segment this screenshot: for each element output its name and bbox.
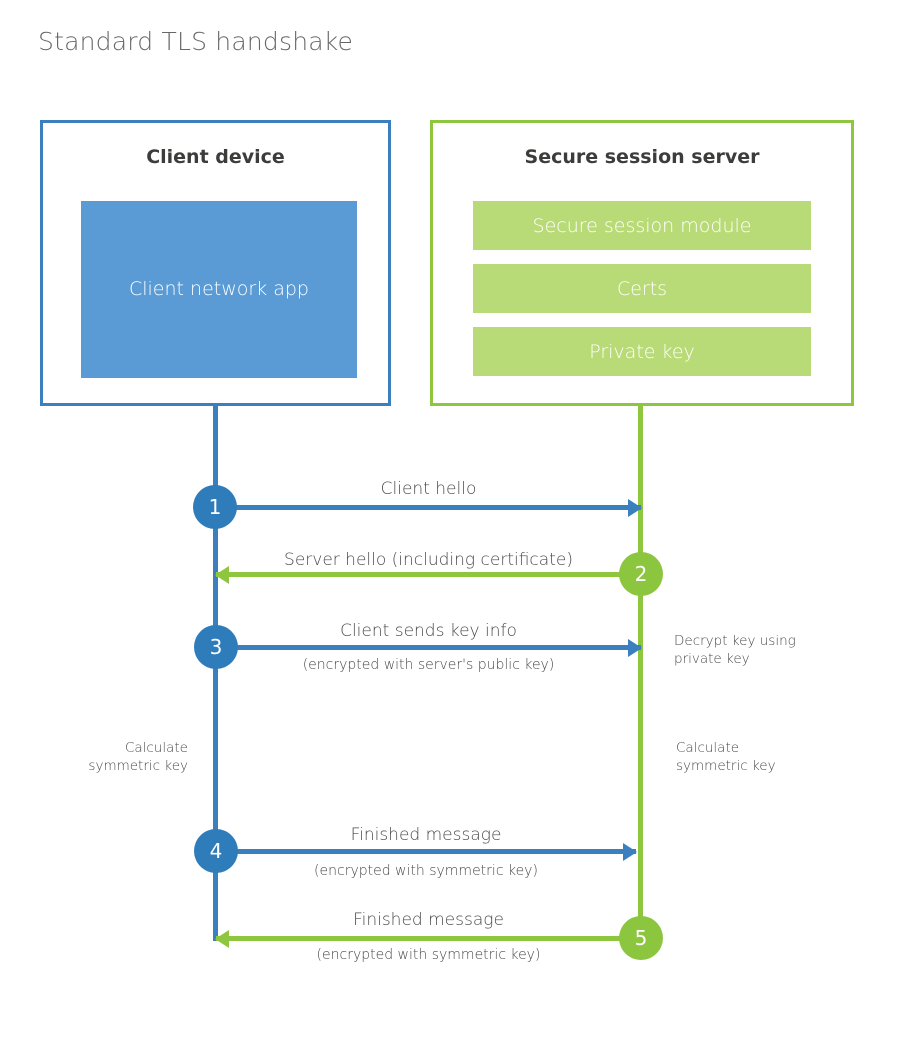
step-2-arrow (215, 565, 641, 584)
step-2-label: Server hello (including certificate) (284, 550, 573, 570)
step-circle-2: 2 (619, 552, 663, 596)
server-block-certs: Certs (473, 264, 811, 313)
note-decrypt-key-line1: Decrypt key using (674, 633, 796, 649)
note-calculate-symmetric-key-server: Calculate symmetric key (676, 739, 856, 775)
step-1-label: Client hello (380, 479, 477, 499)
server-block-secure-session-module: Secure session module (473, 201, 811, 250)
step-4-arrow (216, 842, 637, 861)
client-device-title: Client device (146, 146, 285, 168)
arrow-head-left-icon (215, 929, 229, 948)
step-3-arrow (216, 638, 642, 657)
step-circle-3: 3 (194, 625, 238, 669)
arrow-head-right-icon (628, 638, 642, 657)
step-5-arrow (215, 929, 641, 948)
note-calc-server-line2: symmetric key (676, 758, 776, 775)
step-1-arrow (216, 498, 642, 517)
secure-session-server-box: Secure session server Secure session mod… (430, 120, 854, 406)
note-decrypt-key: Decrypt key using private key (674, 632, 854, 668)
secure-session-server-title: Secure session server (524, 146, 760, 168)
page-title: Standard TLS handshake (38, 27, 354, 56)
note-calc-server-line1: Calculate (676, 740, 740, 756)
note-calc-client-line1: Calculate (124, 740, 188, 756)
note-calc-client-line2: symmetric key (88, 758, 188, 775)
arrow-head-right-icon (628, 498, 642, 517)
arrow-head-right-icon (623, 842, 637, 861)
client-device-box: Client device Client network app (40, 120, 391, 406)
step-3-label: Client sends key info (340, 621, 517, 641)
step-circle-5: 5 (619, 916, 663, 960)
step-4-label: Finished message (350, 825, 502, 845)
client-network-app-block: Client network app (81, 201, 357, 378)
step-5-label: Finished message (353, 910, 504, 930)
step-circle-4: 4 (194, 829, 238, 873)
server-lifeline (638, 403, 643, 941)
step-5-sublabel: (encrypted with symmetric key) (316, 947, 541, 963)
client-lifeline (213, 403, 218, 941)
step-3-sublabel: (encrypted with server's public key) (302, 657, 555, 673)
arrow-head-left-icon (215, 565, 229, 584)
step-circle-1: 1 (193, 485, 237, 529)
note-calculate-symmetric-key-client: Calculate symmetric key (20, 739, 188, 775)
step-4-sublabel: (encrypted with symmetric key) (314, 863, 538, 879)
server-block-private-key: Private key (473, 327, 811, 376)
note-decrypt-key-line2: private key (674, 651, 750, 668)
